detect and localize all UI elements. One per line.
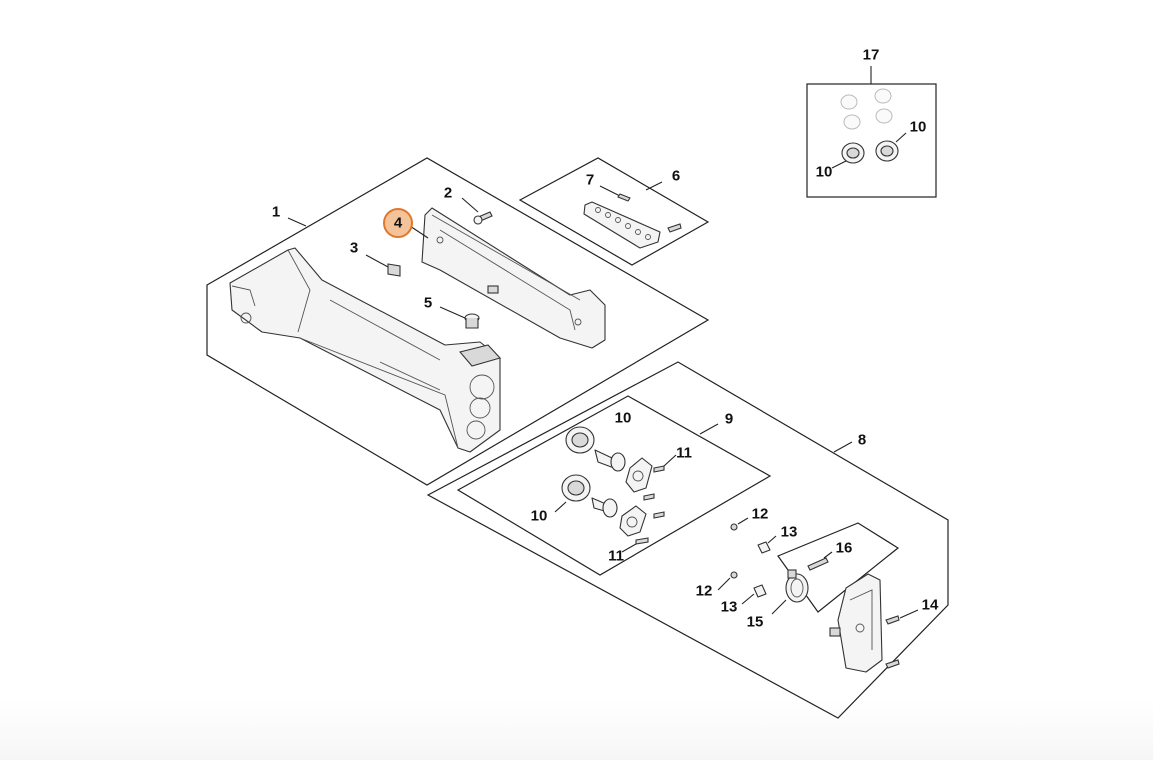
clamp-part-15[interactable]	[785, 569, 809, 603]
damper-part-10-top-left[interactable]	[841, 142, 865, 164]
damper-part-10-lower[interactable]	[561, 474, 618, 518]
housing-part[interactable]	[229, 247, 502, 453]
callout-1: 1	[272, 204, 280, 221]
group-9-frame	[456, 395, 772, 576]
group-1-frame	[206, 157, 710, 486]
damper-part-10-upper[interactable]	[565, 426, 626, 472]
callout-2: 2	[444, 185, 452, 202]
callout-7: 7	[586, 172, 594, 189]
callout-10-top-right: 10	[910, 119, 927, 136]
callout-6: 6	[672, 168, 680, 185]
callout-12-upper: 12	[752, 506, 769, 523]
nut-part-13-upper[interactable]	[757, 541, 771, 554]
callout-4: 4	[394, 215, 403, 232]
callout-10-upper: 10	[615, 410, 632, 427]
callout-13-upper: 13	[781, 524, 798, 541]
damper-part-10-top-right[interactable]	[875, 140, 899, 162]
callout-15: 15	[747, 614, 764, 631]
group-6-frame	[518, 157, 710, 266]
screw-part-7[interactable]	[599, 185, 631, 202]
callout-13-lower: 13	[721, 599, 738, 616]
callout-17: 17	[863, 47, 880, 64]
washer-part-12-upper[interactable]	[730, 523, 738, 531]
callout-12-lower: 12	[696, 583, 713, 600]
screws-part-11[interactable]	[635, 465, 665, 545]
callout-16: 16	[836, 540, 853, 557]
gasket-lower[interactable]	[619, 505, 647, 537]
callout-11-upper: 11	[676, 445, 692, 462]
screw-part-2[interactable]	[461, 197, 493, 225]
handle-part[interactable]	[829, 573, 883, 673]
callout-9: 9	[725, 411, 733, 428]
cover-part[interactable]	[421, 207, 606, 349]
callout-4-highlight[interactable]	[383, 208, 413, 238]
screws-part-14[interactable]	[885, 615, 900, 669]
callout-5: 5	[424, 295, 432, 312]
callout-10-lower: 10	[531, 508, 548, 525]
screw-part-16[interactable]	[807, 557, 829, 571]
gasket-upper[interactable]	[625, 457, 653, 493]
clip-part-3[interactable]	[365, 254, 401, 277]
mounting-plate-part[interactable]	[583, 201, 661, 249]
bottom-fade	[0, 700, 1153, 760]
callout-3: 3	[350, 240, 358, 257]
callout-11-lower: 11	[608, 548, 624, 565]
washer-part-12-lower[interactable]	[730, 571, 738, 579]
group-8-frame	[426, 361, 949, 719]
callout-10-top-left: 10	[816, 164, 833, 181]
screw-part-7b[interactable]	[667, 223, 682, 233]
damper-set-ghost	[840, 88, 893, 130]
callout-8: 8	[858, 432, 866, 449]
callout-14: 14	[922, 597, 939, 614]
grommet-part-5[interactable]	[439, 306, 480, 329]
nut-part-13-lower[interactable]	[753, 584, 767, 598]
